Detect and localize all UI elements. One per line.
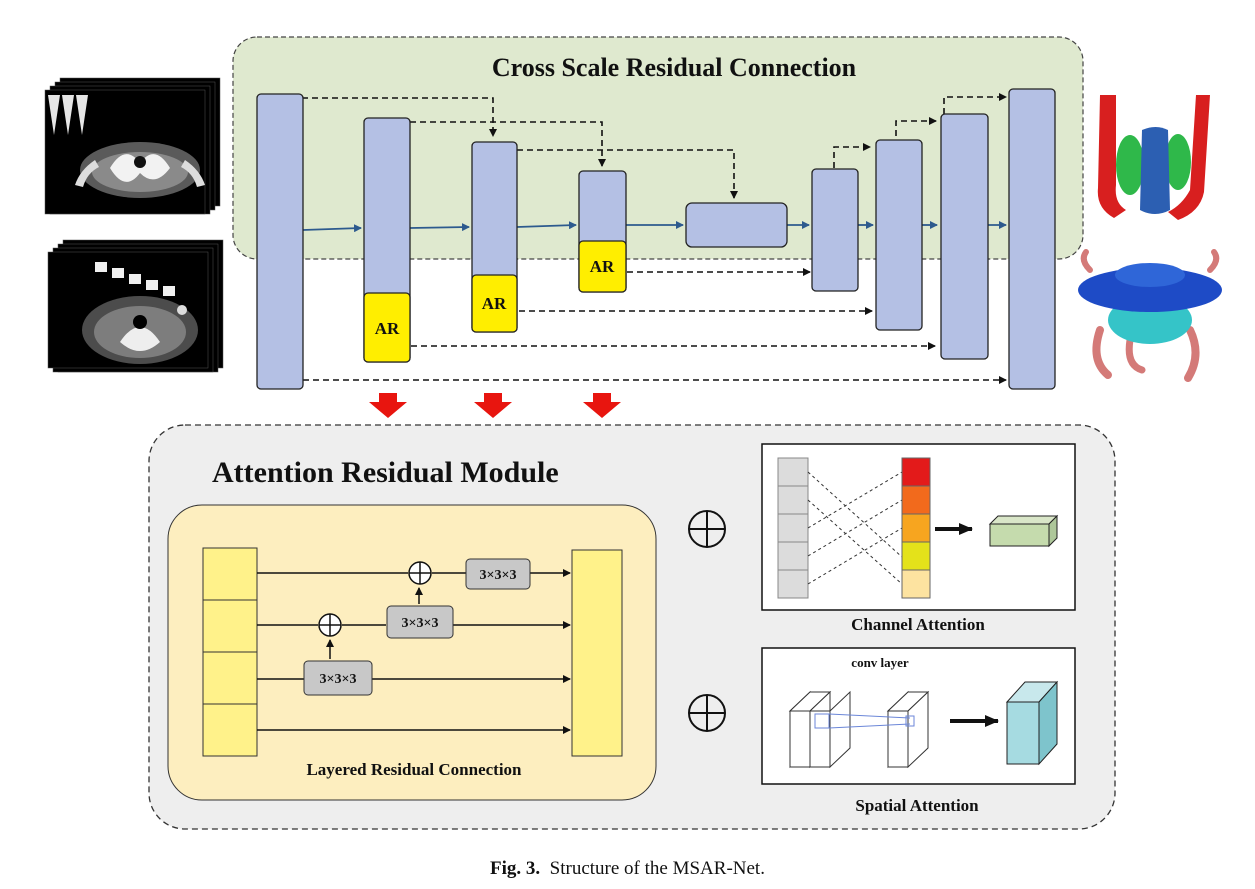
sum-icon-large bbox=[688, 510, 726, 548]
red-arrow-icon bbox=[474, 393, 512, 418]
bottleneck-block bbox=[685, 202, 788, 248]
ar-label: AR bbox=[375, 319, 400, 338]
segmentation-render-bottom bbox=[1078, 249, 1222, 382]
ar-block-1: AR bbox=[363, 292, 411, 363]
svg-text:3×3×3: 3×3×3 bbox=[320, 672, 357, 687]
layered-residual-box bbox=[167, 504, 657, 801]
channel-input-stack bbox=[777, 457, 809, 599]
caption-prefix: Fig. 3. bbox=[490, 858, 541, 879]
conv-block-1: 3×3×3 bbox=[465, 558, 531, 590]
skip-connections bbox=[302, 93, 1007, 384]
decoder-block-4 bbox=[1008, 88, 1056, 390]
svg-text:3×3×3: 3×3×3 bbox=[402, 616, 439, 631]
sum-icon-large bbox=[688, 694, 726, 732]
input-split-stack bbox=[202, 547, 258, 757]
spatial-output-cuboid bbox=[1005, 680, 1059, 766]
channel-mapping-lines bbox=[807, 471, 903, 585]
svg-text:3×3×3: 3×3×3 bbox=[480, 568, 517, 583]
layered-title: Layered Residual Connection bbox=[306, 760, 522, 779]
sum-nodes bbox=[318, 561, 432, 637]
ar-label: AR bbox=[590, 257, 615, 276]
spatial-attention-title: Spatial Attention bbox=[855, 796, 979, 815]
channel-weight-stack bbox=[901, 457, 931, 599]
ct-sagittal-stack bbox=[47, 239, 224, 373]
top-panel-title: Cross Scale Residual Connection bbox=[492, 53, 857, 82]
encoder-block-1 bbox=[256, 93, 304, 390]
ct-axial-stack bbox=[44, 77, 221, 215]
output-concat-block bbox=[571, 549, 623, 757]
sum-icon bbox=[318, 613, 342, 637]
decoder-block-3 bbox=[940, 113, 989, 360]
red-down-arrows bbox=[369, 393, 621, 418]
channel-attention-title: Channel Attention bbox=[851, 615, 985, 634]
main-path-arrows bbox=[302, 221, 1007, 233]
top-panel bbox=[232, 36, 1084, 260]
sum-icon bbox=[408, 561, 432, 585]
decoder-block-1 bbox=[811, 168, 859, 292]
figure-caption: Fig. 3. Structure of the MSAR-Net. bbox=[0, 858, 1255, 880]
network-blocks bbox=[256, 88, 1056, 390]
conv-block-3: 3×3×3 bbox=[303, 660, 373, 696]
ar-block-2: AR bbox=[471, 274, 518, 333]
ar-block-3: AR bbox=[578, 240, 627, 293]
conv-layer-label: conv layer bbox=[851, 655, 909, 670]
conv-block-2: 3×3×3 bbox=[386, 605, 454, 639]
caption-text: Structure of the MSAR-Net. bbox=[549, 858, 765, 879]
red-arrow-icon bbox=[369, 393, 407, 418]
red-arrow-icon bbox=[583, 393, 621, 418]
layered-lines bbox=[257, 569, 571, 734]
decoder-block-2 bbox=[875, 139, 923, 331]
bottom-panel-title: Attention Residual Module bbox=[212, 456, 559, 489]
channel-output-cuboid bbox=[988, 514, 1059, 548]
ar-label: AR bbox=[482, 294, 507, 313]
spatial-kernel bbox=[814, 713, 915, 729]
segmentation-render-top bbox=[1097, 95, 1210, 220]
